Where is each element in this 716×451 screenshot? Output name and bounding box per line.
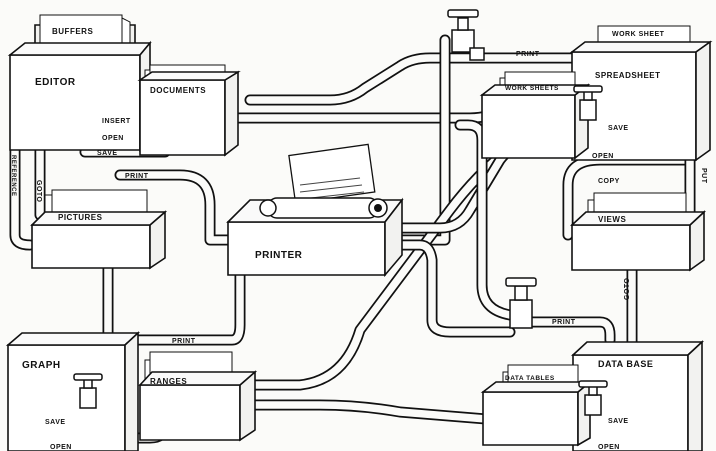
- spreadsheet-label: SPREADSHEET: [595, 71, 661, 80]
- database-label: DATA BASE: [598, 359, 653, 369]
- database-open-label: OPEN: [598, 444, 620, 451]
- printer-box: [228, 222, 385, 275]
- pictures-group: PICTURES: [32, 190, 165, 268]
- pictures-tray: [32, 225, 150, 268]
- pipe-graph-print: [120, 275, 240, 340]
- graph-open-label: OPEN: [50, 444, 72, 451]
- editor-reference-label: REFERENCE: [10, 155, 16, 197]
- editor-label: EDITOR: [35, 77, 76, 88]
- graph-print-label: PRINT: [172, 338, 196, 345]
- spreadsheet-open-label: OPEN: [592, 153, 614, 160]
- top-print-label: PRINT: [516, 51, 540, 58]
- editor-group: BUFFERS EDITOR DOCUMENTS: [10, 15, 238, 155]
- ranges-label: RANGES: [150, 377, 187, 386]
- printer-group: PRINTER: [228, 144, 402, 275]
- data-tables-tray: [483, 392, 578, 445]
- database-print-label: PRINT: [552, 319, 576, 326]
- database-print-tap: [506, 278, 536, 328]
- spreadsheet-save-label: SAVE: [608, 125, 629, 132]
- pictures-label: PICTURES: [58, 213, 103, 222]
- views-label: VIEWS: [598, 215, 626, 224]
- top-tap: [448, 10, 484, 60]
- buffers-label: BUFFERS: [52, 27, 93, 36]
- graph-group: GRAPH RANGES: [8, 333, 255, 451]
- editor-open-label: OPEN: [102, 135, 124, 142]
- database-group: DATA BASE DATA TABLES: [483, 342, 702, 451]
- editor-save-label: SAVE: [97, 150, 118, 157]
- put-label: PUT: [700, 168, 707, 184]
- documents-label: DOCUMENTS: [150, 86, 206, 95]
- views-group: VIEWS: [572, 193, 704, 270]
- typewriter-roller: [268, 198, 378, 218]
- views-tray: [572, 225, 690, 270]
- views-goto-label: GOTO: [624, 277, 631, 300]
- graph-label: GRAPH: [22, 360, 61, 371]
- spreadsheet-group: WORK SHEET SPREADSHEET WORK SHEETS: [482, 26, 710, 160]
- copy-label: COPY: [598, 178, 620, 185]
- ranges-tray: [140, 385, 240, 440]
- editor-insert-label: INSERT: [102, 118, 131, 125]
- graph-save-label: SAVE: [45, 419, 66, 426]
- editor-print-label: PRINT: [125, 173, 149, 180]
- data-tables-label: DATA TABLES: [505, 375, 555, 382]
- work-sheets-label: WORK SHEETS: [505, 85, 559, 92]
- database-save-label: SAVE: [608, 418, 629, 425]
- printer-label: PRINTER: [255, 250, 303, 261]
- work-sheet-label: WORK SHEET: [612, 31, 665, 38]
- typewriter-paper: [289, 144, 375, 203]
- editor-goto-label: GOTO: [35, 180, 42, 203]
- work-sheets-tray: [482, 95, 575, 158]
